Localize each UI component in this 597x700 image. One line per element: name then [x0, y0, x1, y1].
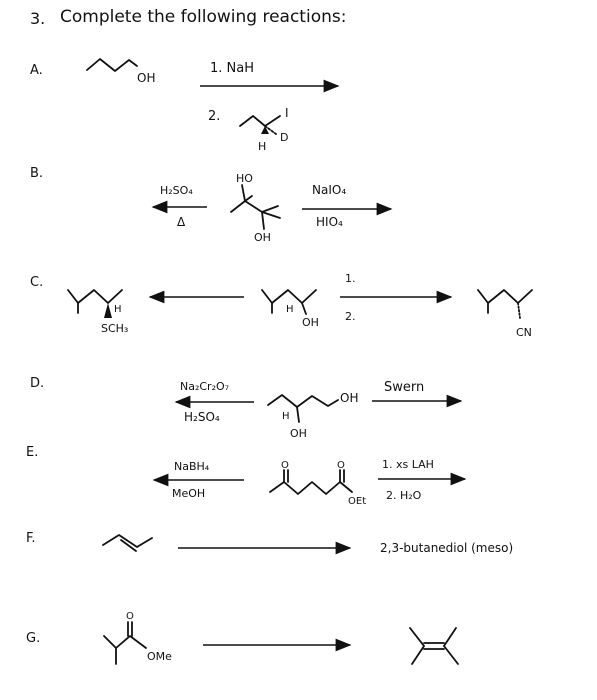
reagent-above: H₂SO₄ [160, 184, 193, 197]
alkyl-halide-skeleton [239, 115, 281, 127]
problem-c: C. H SCH₃ H OH 1. 2. CN [30, 272, 533, 339]
bond [411, 645, 425, 665]
nitrile-skeleton [477, 289, 533, 304]
bond [261, 211, 281, 219]
butene-skeleton [102, 534, 153, 548]
bond [296, 406, 300, 423]
problem-label: D. [30, 376, 44, 391]
problem-label: G. [26, 631, 40, 646]
reagent-above: 1. NaH [210, 61, 254, 76]
problem-d: D. Na₂Cr₂O₇ H₂SO₄ OH H OH Swern [30, 376, 463, 440]
thioether-skeleton [67, 289, 123, 304]
atom-label: I [285, 106, 289, 120]
bond [244, 195, 253, 202]
atom-label: OEt [348, 496, 366, 507]
bond [301, 302, 307, 315]
reagent-above: NaIO₄ [312, 183, 346, 197]
wedge-bond [261, 126, 269, 134]
atom-label: O [281, 460, 289, 471]
reagent-below: 2. [345, 310, 356, 323]
atom-label: H [286, 304, 294, 315]
reagent-below: HIO₄ [316, 215, 343, 229]
problem-b: B. H₂SO₄ Δ HO OH NaIO₄ HIO₄ [30, 166, 393, 244]
reagent-above: Swern [384, 380, 424, 395]
bond [409, 627, 425, 647]
reagent-above: Na₂Cr₂O₇ [180, 380, 229, 393]
atom-label: OH [290, 427, 307, 440]
atom-label: H [258, 140, 266, 153]
question-title: Complete the following reactions: [60, 7, 346, 27]
bond [261, 205, 279, 213]
problem-label: A. [30, 63, 43, 78]
bond [443, 627, 457, 647]
atom-label: OH [302, 316, 319, 329]
problem-label: F. [26, 531, 36, 546]
diol-skeleton [267, 394, 339, 408]
problem-g: G. O OMe [26, 611, 459, 665]
atom-label: H [114, 304, 122, 315]
bond [241, 184, 246, 202]
atom-label: O [126, 611, 134, 622]
wedge-bond [104, 303, 112, 318]
problem-label: C. [30, 275, 43, 290]
bond [244, 200, 263, 213]
dash-bond [264, 125, 277, 135]
reagent-above: NaBH₄ [174, 460, 210, 473]
reagent-above: 1. xs LAH [382, 458, 434, 471]
atom-label: OH [254, 231, 271, 244]
atom-label: OMe [147, 650, 172, 663]
alcohol-skeleton [261, 289, 317, 304]
problem-label: B. [30, 166, 43, 181]
question-number: 3. [30, 9, 45, 28]
problem-a: A. OH 1. NaH 2. H I D [30, 58, 340, 153]
atom-label: SCH₃ [101, 322, 128, 335]
ester-skeleton [103, 635, 147, 649]
atom-label: H [282, 411, 290, 422]
product-name: 2,3-butanediol (meso) [380, 541, 513, 555]
bond [230, 200, 246, 213]
reagent-below: H₂SO₄ [184, 410, 220, 424]
atom-label: O [337, 460, 345, 471]
atom-label: OH [137, 71, 155, 85]
reagent-below: Δ [177, 215, 186, 229]
propanol-skeleton [86, 58, 138, 72]
double-bond [120, 539, 137, 552]
ketoester-skeleton [269, 481, 353, 495]
reagent-below: 2. H₂O [386, 489, 422, 502]
atom-label: HO [236, 172, 253, 185]
problem-f: F. 2,3-butanediol (meso) [26, 531, 513, 555]
bond [261, 211, 265, 230]
problem-e: E. NaBH₄ MeOH O O OEt 1. xs LAH 2. H₂O [26, 445, 467, 507]
reagent-below: MeOH [172, 487, 205, 500]
problem-label: E. [26, 445, 38, 460]
atom-label: OH [340, 391, 358, 405]
bond [443, 645, 459, 665]
atom-label: D [280, 131, 288, 144]
atom-label: CN [516, 326, 532, 339]
reagent-above: 1. [345, 272, 356, 285]
reagent-below: 2. [208, 109, 220, 124]
hash-bond [517, 302, 521, 319]
